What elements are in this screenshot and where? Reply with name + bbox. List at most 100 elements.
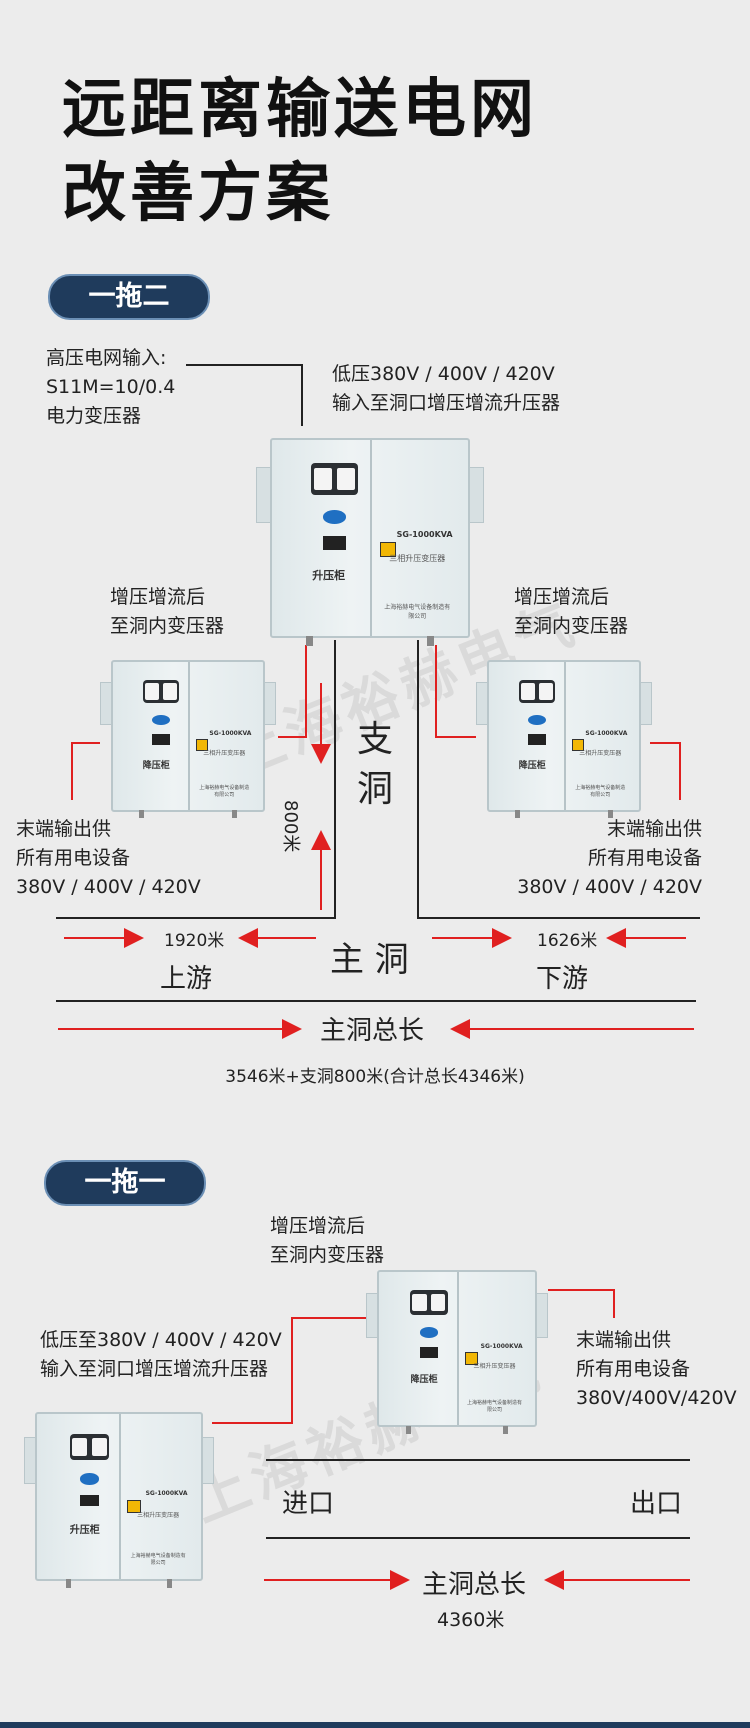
- branch-label-1: 支: [357, 719, 394, 760]
- hv-input-line2: S11M=10/0.4: [46, 376, 176, 398]
- digital-display: [419, 1347, 439, 1358]
- after-right-line1: 增压增流后: [514, 586, 610, 608]
- downstream-length: 1626米: [537, 931, 598, 951]
- cabinet-label: 降压柜: [410, 1374, 438, 1385]
- brand-logo-icon: [419, 1327, 439, 1338]
- brand-logo-icon: [527, 715, 546, 726]
- footer-bar: [0, 1722, 750, 1728]
- hv-input-label: 高压电网输入: S11M=10/0.4 电力变压器: [46, 344, 175, 431]
- cabinet-maker: 上海裕赫电气设备制造有限公司: [384, 604, 451, 621]
- warning-sign-icon: [379, 541, 396, 558]
- end-line3-2: 380V/400V/420V: [576, 1387, 737, 1409]
- end-right-line3: 380V / 400V / 420V: [517, 876, 702, 898]
- upstream-label: 上游: [160, 964, 213, 994]
- cabinet-maker: 上海裕赫电气设备制造有限公司: [199, 784, 250, 798]
- warning-sign-icon: [127, 1499, 141, 1514]
- after-right-label: 增压增流后 至洞内变压器: [514, 583, 628, 641]
- left-output-line: [71, 742, 100, 800]
- after-left-line1: 增压增流后: [110, 586, 206, 608]
- page-title-line2: 改善方案: [62, 157, 334, 231]
- digital-display: [322, 535, 347, 550]
- brand-logo-icon: [79, 1473, 100, 1485]
- cabinet-model: SG-1000KVA: [396, 530, 453, 540]
- tunnel-line-left: [56, 640, 336, 919]
- step-down-cabinet-2: 降压柜 SG-1000KVA 三相升压变压器 上海裕赫电气设备制造有限公司: [366, 1270, 548, 1434]
- lv-input-line2: 输入至洞口增压增流升压器: [332, 392, 561, 414]
- warning-sign-icon: [464, 1351, 478, 1365]
- end-right-line2: 所有用电设备: [587, 847, 702, 869]
- step-up-cabinet-main: 升压柜 SG-1000KVA 三相升压变压器 上海裕赫电气设备制造有限公司: [256, 438, 484, 646]
- end-left-line2: 所有用电设备: [16, 847, 131, 869]
- entrance-label: 进口: [282, 1489, 335, 1519]
- digital-display: [79, 1494, 100, 1507]
- feed-to-left-cabinet: [278, 645, 307, 738]
- cabinet-subtitle: 三相升压变压器: [137, 1511, 180, 1519]
- digital-display: [527, 734, 546, 745]
- cabinet-maker: 上海裕赫电气设备制造有限公司: [575, 784, 626, 798]
- end-left-line3: 380V / 400V / 420V: [16, 876, 201, 898]
- lv-input-line1: 低压380V / 400V / 420V: [332, 363, 555, 385]
- lv-input-line2-2: 输入至洞口增压增流升压器: [40, 1358, 269, 1380]
- step-down-cabinet-right: 降压柜 SG-1000KVA 三相升压变压器 上海裕赫电气设备制造有限公司: [476, 660, 652, 818]
- output-line-2: [548, 1289, 615, 1318]
- cabinet-label: 升压柜: [312, 569, 346, 583]
- after-left-line2: 至洞内变压器: [110, 615, 225, 637]
- brand-logo-icon: [151, 715, 170, 726]
- meter-panel: [410, 1290, 448, 1315]
- branch-label-2: 洞: [357, 769, 394, 810]
- after-line1-2: 增压增流后: [270, 1215, 366, 1237]
- feed-to-right-cabinet: [435, 645, 476, 738]
- total-value-2: 4360米: [437, 1609, 505, 1631]
- warning-sign-icon: [571, 738, 585, 752]
- hv-feed-line: [186, 364, 303, 426]
- warning-sign-icon: [195, 738, 209, 752]
- brand-logo-icon: [322, 510, 347, 525]
- cabinet-model: SG-1000KVA: [585, 729, 628, 737]
- after-right-line2: 至洞内变压器: [514, 615, 629, 637]
- end-line1-2: 末端输出供: [576, 1329, 672, 1351]
- cabinet-maker: 上海裕赫电气设备制造有限公司: [130, 1552, 186, 1566]
- meter-panel: [518, 679, 555, 704]
- total-label-2: 主洞总长: [422, 1570, 527, 1600]
- end-label-2: 末端输出供 所有用电设备 380V/400V/420V: [576, 1326, 737, 1413]
- exit-label: 出口: [630, 1489, 683, 1519]
- meter-panel: [70, 1433, 110, 1461]
- cabinet-subtitle: 三相升压变压器: [579, 749, 622, 757]
- end-left-line1: 末端输出供: [16, 818, 112, 840]
- hv-input-line3: 电力变压器: [46, 405, 142, 427]
- end-left-label: 末端输出供 所有用电设备 380V / 400V / 420V: [16, 815, 201, 902]
- cabinet-label: 降压柜: [142, 760, 170, 771]
- tunnel-line-right: [417, 640, 700, 919]
- step-up-cabinet-2: 升压柜 SG-1000KVA 三相升压变压器 上海裕赫电气设备制造有限公司: [24, 1412, 214, 1588]
- right-output-line: [650, 742, 681, 800]
- cabinet-model: SG-1000KVA: [145, 1489, 188, 1497]
- total-label-1: 主洞总长: [320, 1016, 425, 1046]
- downstream-label: 下游: [536, 964, 589, 994]
- meter-panel: [142, 679, 179, 704]
- cabinet-label: 降压柜: [518, 760, 546, 771]
- cabinet-label: 升压柜: [69, 1525, 100, 1537]
- end-right-label: 末端输出供 所有用电设备 380V / 400V / 420V: [517, 815, 702, 902]
- upstream-length: 1920米: [164, 931, 225, 951]
- cabinet-maker: 上海裕赫电气设备制造有限公司: [466, 1400, 522, 1414]
- after-left-label: 增压增流后 至洞内变压器: [110, 583, 224, 641]
- step-down-cabinet-left: 降压柜 SG-1000KVA 三相升压变压器 上海裕赫电气设备制造有限公司: [100, 660, 276, 818]
- meter-panel: [311, 463, 359, 495]
- lv-input-label-2: 低压至380V / 400V / 420V 输入至洞口增压增流升压器: [40, 1326, 282, 1384]
- cabinet-model: SG-1000KVA: [209, 729, 252, 737]
- section1-badge: 一拖二: [48, 274, 210, 320]
- after-label-2: 增压增流后 至洞内变压器: [270, 1212, 384, 1270]
- total-value-1: 3546米+支洞800米(合计总长4346米): [225, 1067, 525, 1087]
- page-title-line1: 远距离输送电网: [62, 73, 538, 147]
- cabinet-subtitle: 三相升压变压器: [203, 749, 246, 757]
- hv-input-line1: 高压电网输入:: [46, 347, 167, 369]
- digital-display: [151, 734, 170, 745]
- main-tunnel-label: 主 洞: [330, 940, 409, 980]
- lv-input-line1-2: 低压至380V / 400V / 420V: [40, 1329, 282, 1351]
- section2-badge: 一拖一: [44, 1160, 206, 1206]
- cabinet-subtitle: 三相升压变压器: [389, 554, 446, 564]
- after-line2-2: 至洞内变压器: [270, 1244, 385, 1266]
- lv-input-label: 低压380V / 400V / 420V 输入至洞口增压增流升压器: [332, 360, 560, 418]
- end-line2-2: 所有用电设备: [576, 1358, 691, 1380]
